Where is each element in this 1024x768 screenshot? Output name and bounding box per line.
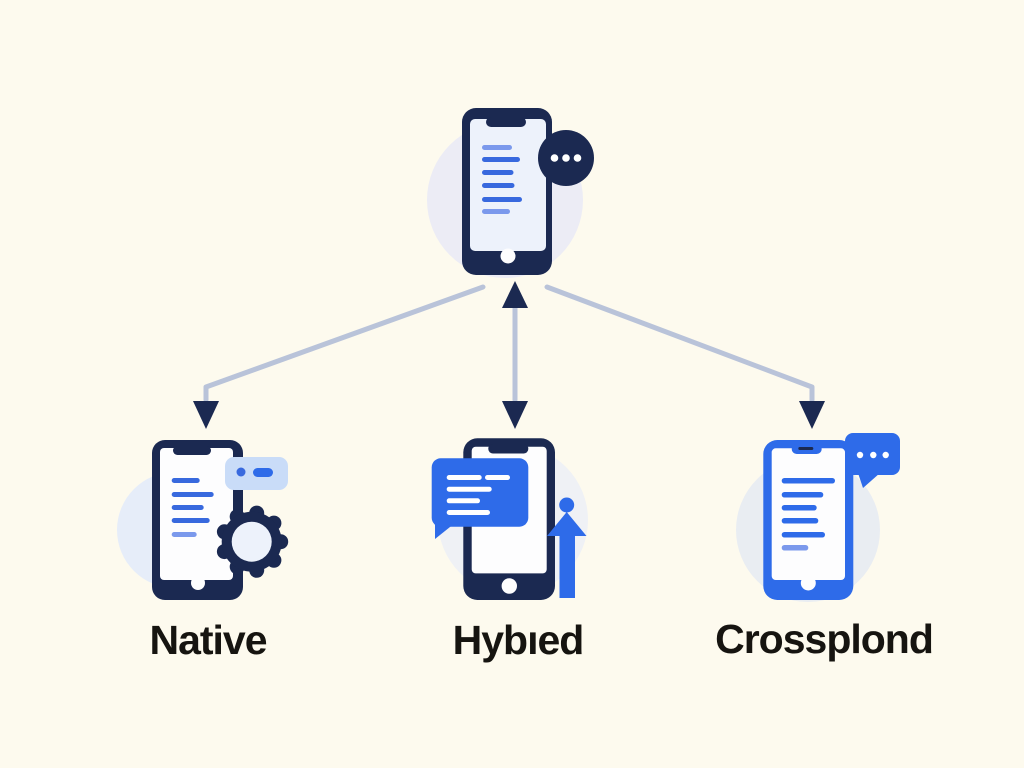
gear-center	[231, 521, 272, 562]
phone-notch	[488, 444, 529, 454]
person-up-arrow-icon	[547, 497, 587, 598]
notch-speaker	[798, 447, 814, 450]
chat-dots-bubble-icon	[845, 433, 900, 488]
bubble-tail	[435, 520, 455, 539]
person-body	[547, 512, 587, 598]
hybied-node-icon	[431, 438, 588, 600]
hybied-label: Hybıed	[452, 617, 585, 663]
phone-notch	[486, 117, 526, 127]
phone-screen	[160, 448, 233, 580]
home-button	[191, 576, 205, 590]
bubble-body	[431, 458, 529, 527]
crossplond-node-icon	[736, 433, 900, 602]
chat-dots-bubble-icon	[538, 130, 594, 186]
native-node-icon	[117, 440, 289, 600]
edge-root-to-native	[203, 284, 486, 403]
toggle-card-icon	[225, 457, 288, 490]
screen-text-lines	[781, 478, 835, 551]
bubble-tail	[858, 473, 880, 488]
screen-text-lines	[482, 145, 522, 214]
bubble-text-lines	[446, 475, 510, 515]
phone-screen	[771, 448, 845, 580]
smartphone-icon	[462, 108, 552, 275]
gear-icon	[216, 505, 289, 578]
smartphone-icon	[152, 440, 243, 600]
smartphone-icon	[763, 440, 854, 600]
root-node-icon	[427, 108, 594, 278]
crossplond-label: Crossplond	[715, 616, 934, 662]
edge-root-to-crossplond	[544, 284, 815, 403]
phone-notch	[173, 446, 211, 455]
home-button	[500, 248, 516, 264]
home-button	[800, 575, 816, 591]
home-button	[501, 578, 517, 594]
screen-text-lines	[171, 478, 214, 537]
native-label: Native	[149, 617, 267, 663]
toggle-dot	[236, 467, 246, 477]
message-bubble-icon	[431, 458, 529, 539]
person-head	[559, 497, 575, 513]
toggle-pill	[253, 468, 273, 477]
